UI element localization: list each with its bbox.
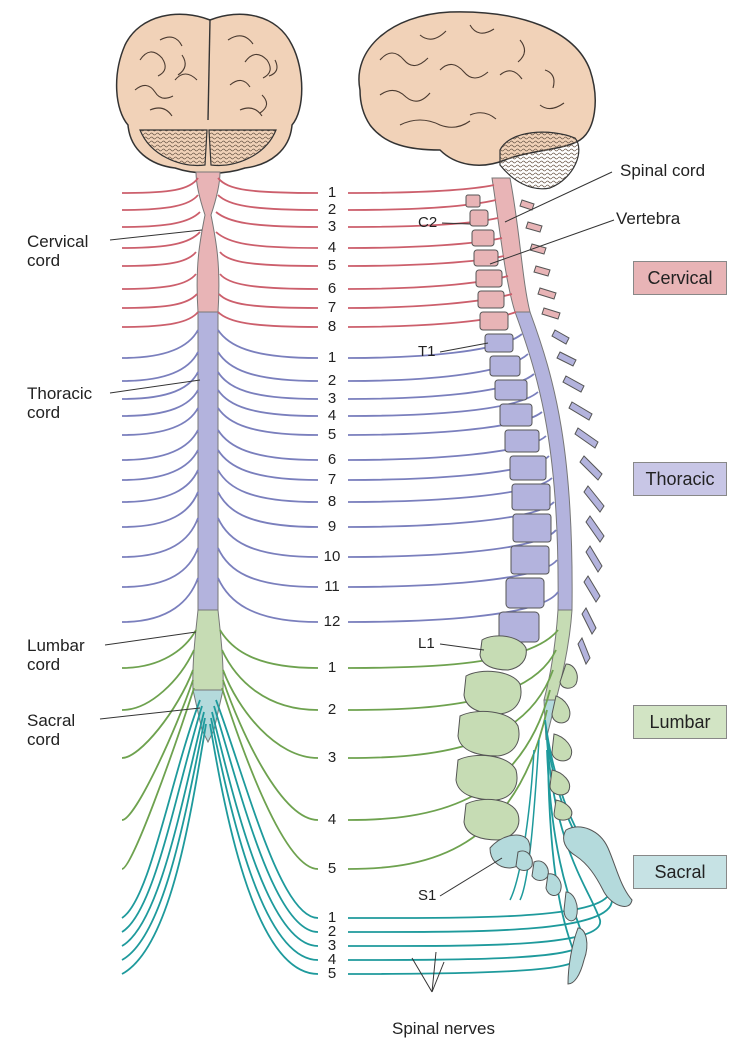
brain-lateral-view	[359, 12, 595, 189]
cervical-nerve-number: 4	[317, 240, 347, 256]
lumbar-nerve-number: 5	[317, 861, 347, 877]
left-sacral-nerves	[122, 700, 318, 974]
thoracic-nerve-number: 8	[317, 494, 347, 510]
cervical-nerve-number: 3	[317, 219, 347, 235]
brain-posterior-view	[117, 14, 302, 173]
left-cervical-nerves	[122, 178, 318, 327]
lumbar-nerve-number: 3	[317, 750, 347, 766]
cervical-nerve-number: 7	[317, 300, 347, 316]
lumbar-nerve-number: 2	[317, 702, 347, 718]
thoracic-cord-label-line2: cord	[27, 403, 60, 422]
t1-label: T1	[418, 344, 436, 360]
cervical-nerve-number: 2	[317, 202, 347, 218]
lumbar-cord-label-line2: cord	[27, 655, 60, 674]
c2-label: C2	[418, 215, 437, 231]
thoracic-nerve-number: 7	[317, 472, 347, 488]
l1-label: L1	[418, 636, 435, 652]
lumbar-nerve-number: 4	[317, 812, 347, 828]
thoracic-cord-label: Thoracic	[27, 384, 92, 403]
cervical-cord-label-line2: cord	[27, 251, 60, 270]
thoracic-nerve-number: 3	[317, 391, 347, 407]
thoracic-nerve-number: 12	[317, 614, 347, 630]
spinal-cord-front	[193, 172, 223, 742]
thoracic-nerve-number: 10	[317, 549, 347, 565]
s1-label: S1	[418, 888, 436, 904]
cervical-nerve-number: 1	[317, 185, 347, 201]
thoracic-nerve-number: 1	[317, 350, 347, 366]
thoracic-region-box: Thoracic	[633, 462, 727, 496]
lumbar-nerve-number: 1	[317, 660, 347, 676]
thoracic-nerve-number: 11	[317, 579, 347, 595]
cervical-cord-label: Cervical	[27, 232, 88, 251]
cervical-nerve-number: 6	[317, 281, 347, 297]
sacral-nerve-number: 5	[317, 966, 347, 982]
thoracic-nerve-number: 9	[317, 519, 347, 535]
cervical-region-box: Cervical	[633, 261, 727, 295]
left-thoracic-nerves	[122, 330, 318, 622]
cervical-nerve-number: 8	[317, 319, 347, 335]
lumbar-region-box: Lumbar	[633, 705, 727, 739]
spinal-cord-label: Spinal cord	[620, 161, 705, 180]
thoracic-nerve-number: 5	[317, 427, 347, 443]
thoracic-nerve-number: 4	[317, 408, 347, 424]
lumbar-cord-label: Lumbar	[27, 636, 85, 655]
sacral-cord-label: Sacral	[27, 711, 75, 730]
spinal-nerves-label: Spinal nerves	[392, 1019, 495, 1038]
thoracic-nerve-number: 6	[317, 452, 347, 468]
cervical-nerve-number: 5	[317, 258, 347, 274]
thoracic-nerve-number: 2	[317, 373, 347, 389]
sacral-region-box: Sacral	[633, 855, 727, 889]
vertebra-label: Vertebra	[616, 209, 680, 228]
sacral-cord-label-line2: cord	[27, 730, 60, 749]
